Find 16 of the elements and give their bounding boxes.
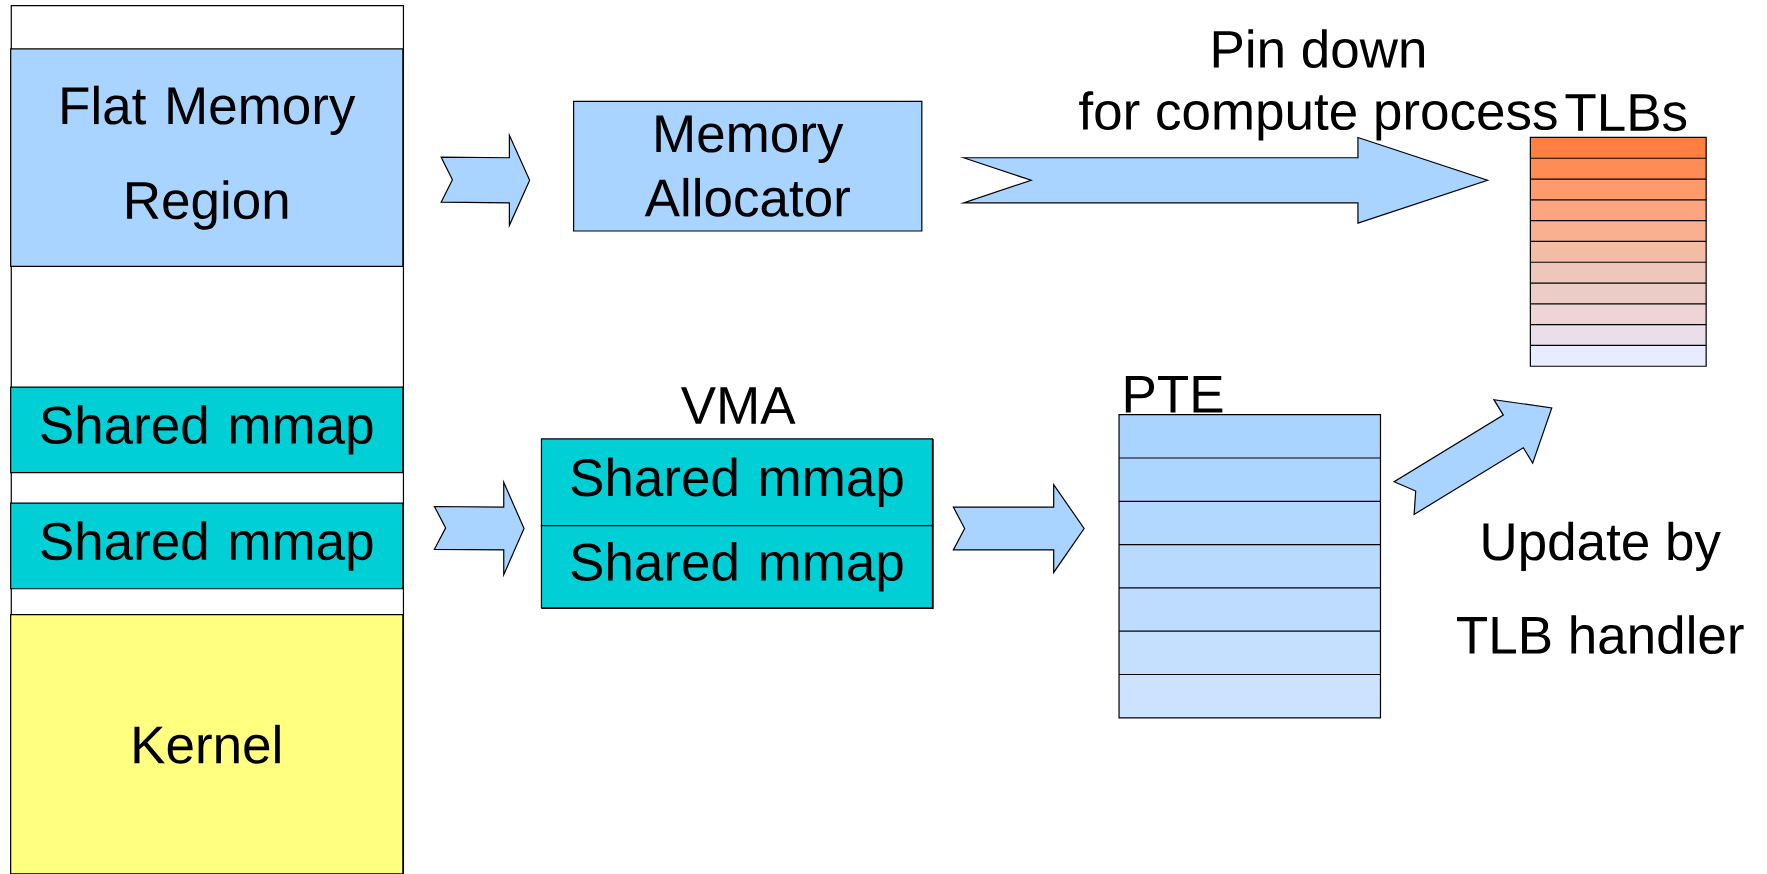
block-arrow <box>959 136 1490 224</box>
block-arrow <box>440 132 531 228</box>
mmap-box: Shared mmap <box>10 502 404 590</box>
block-arrow <box>433 479 525 578</box>
box-heading: TLBs <box>1565 94 1687 131</box>
edge-label: Pin down for compute process <box>1079 28 1557 141</box>
box-heading: PTE <box>1125 375 1223 413</box>
allocator-box: Memory Allocator <box>573 100 923 232</box>
kernel-box: Kernel <box>10 613 404 874</box>
edge-label: Update by TLB handler <box>1457 521 1744 654</box>
mmap-box: Shared mmap <box>540 438 934 526</box>
box-heading: VMA <box>680 387 796 424</box>
mmap-box: Shared mmap <box>540 524 934 609</box>
block-arrow <box>952 482 1085 575</box>
memory-region-box: Flat Memory Region <box>10 48 404 267</box>
mmap-box: Shared mmap <box>10 386 404 474</box>
